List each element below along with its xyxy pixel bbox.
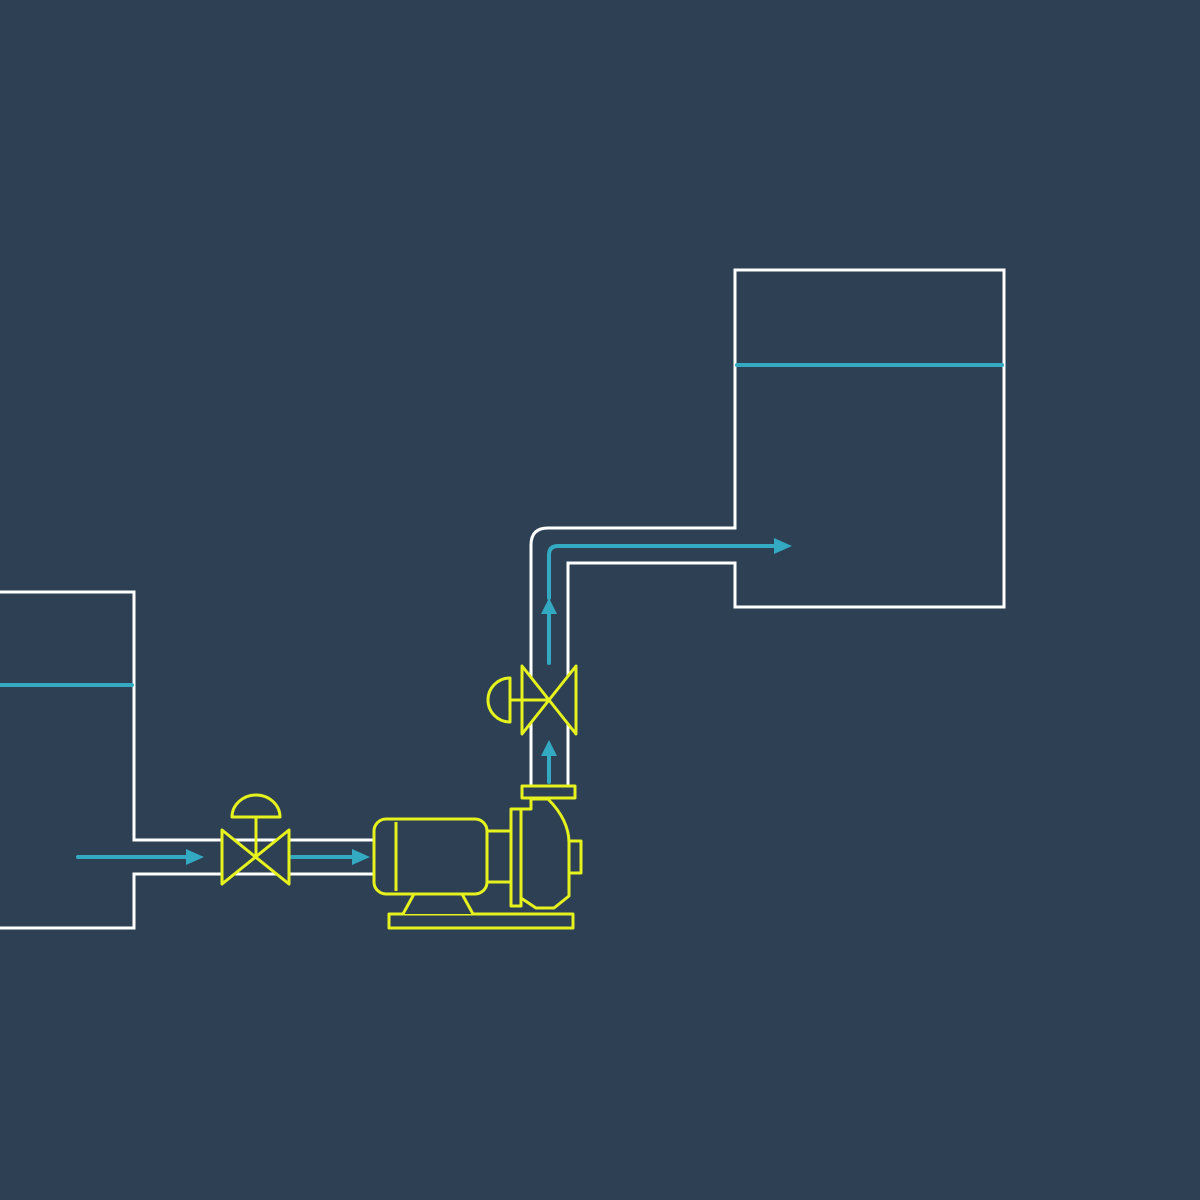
pump-coupling — [485, 829, 513, 884]
suction-flow-arrowhead-1 — [186, 849, 204, 865]
suction-valve-icon — [220, 793, 291, 886]
pump-motor-feet — [401, 892, 475, 915]
discharge-valve-icon — [486, 664, 578, 736]
pump-discharge-flange — [520, 784, 577, 800]
suction-flow-arrowhead-2 — [352, 849, 370, 865]
pump-icon — [372, 784, 583, 930]
discharge-flow-arrowhead-2 — [541, 598, 557, 614]
source-tank-and-suction-pipe — [0, 590, 374, 930]
pump-suction-nozzle — [567, 839, 583, 875]
discharge-flow-arrow-3 — [547, 544, 780, 600]
discharge-pipe-outer-wall — [529, 268, 1006, 786]
flow-arrows — [76, 538, 792, 865]
discharge-flow-arrowhead-1 — [541, 740, 557, 756]
pump-base-plate — [387, 912, 575, 930]
pump-motor — [372, 817, 489, 896]
pump-volute-casing — [519, 797, 571, 910]
discharge-flow-arrowhead-3 — [774, 538, 792, 554]
